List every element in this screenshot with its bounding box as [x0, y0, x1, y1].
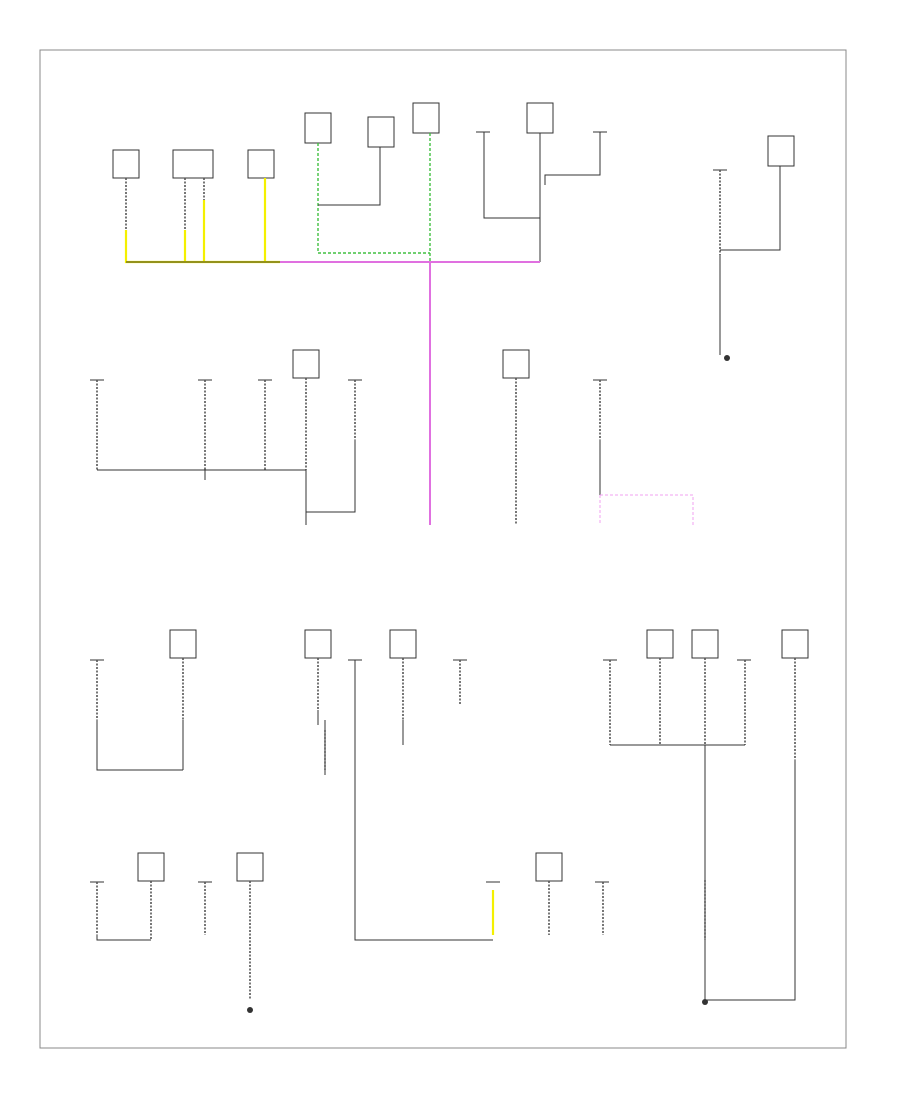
- connector-box: [304, 629, 332, 659]
- connector-box: [112, 149, 140, 179]
- connector-box: [169, 629, 197, 659]
- top-section: [112, 102, 795, 525]
- wire: [124, 178, 280, 264]
- ground-point: [247, 1007, 253, 1013]
- connector-box: [502, 349, 530, 379]
- connector-box: [526, 102, 554, 134]
- wire: [610, 744, 745, 1000]
- wire: [96, 935, 151, 941]
- connector-box: [767, 135, 795, 167]
- wire: [483, 132, 540, 219]
- ground-point: [702, 999, 708, 1005]
- bottom-section: [90, 852, 609, 1013]
- connector-box: [781, 629, 809, 659]
- connector-box: [367, 116, 395, 148]
- connector-box: [691, 629, 719, 659]
- wire: [705, 760, 796, 1001]
- wire: [317, 143, 430, 254]
- lower-section: [90, 629, 809, 1005]
- wire: [317, 710, 326, 775]
- wire: [354, 660, 493, 941]
- connector-box: [646, 629, 674, 659]
- wire: [599, 494, 694, 525]
- wire: [544, 132, 601, 185]
- connector-box: [304, 112, 332, 144]
- connector-box: [236, 852, 264, 882]
- wire: [318, 147, 381, 206]
- middle-section: [90, 349, 694, 525]
- connector-box: [137, 852, 165, 882]
- wire: [97, 469, 307, 525]
- wire: [719, 166, 781, 355]
- connector-box: [389, 629, 417, 659]
- connector-box: [412, 102, 440, 134]
- ground-point: [724, 355, 730, 361]
- wire: [306, 440, 356, 513]
- connector-box: [172, 149, 214, 179]
- connector-box: [292, 349, 320, 379]
- wire: [96, 720, 183, 771]
- connector-pin: [476, 131, 727, 171]
- connector-box: [247, 149, 275, 179]
- diagram-border: [39, 49, 847, 1049]
- connector-box: [535, 852, 563, 882]
